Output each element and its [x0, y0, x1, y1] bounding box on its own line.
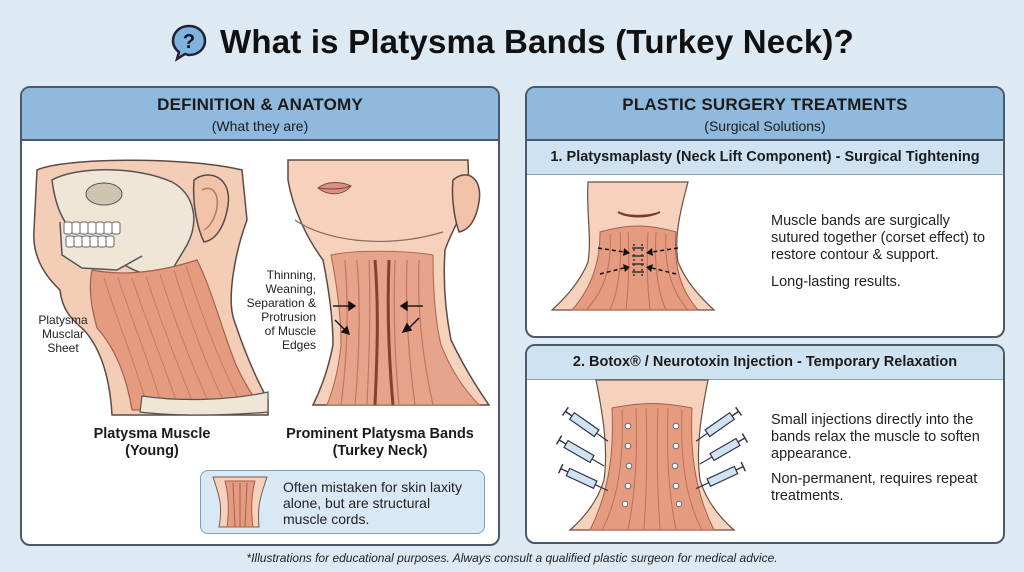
definition-heading: DEFINITION & ANATOMY — [157, 95, 363, 114]
definition-subheading: (What they are) — [211, 118, 309, 134]
aged-neck-illustration — [287, 159, 491, 406]
note-text: Often mistaken for skin laxity alone, bu… — [283, 479, 462, 527]
footer-disclaimer: *Illustrations for educational purposes.… — [246, 551, 778, 565]
definition-panel-header: DEFINITION & ANATOMY (What they are) — [22, 88, 498, 141]
treatments-panel-header: PLASTIC SURGERY TREATMENTS (Surgical Sol… — [527, 88, 1003, 141]
treatment1-result: Long-lasting results. — [771, 274, 901, 290]
aged-band-label: Thinning, Weaning, Separation & Protrusi… — [246, 268, 316, 352]
band-thumbnail-icon — [212, 476, 268, 528]
svg-text:?: ? — [183, 31, 195, 53]
treatments-heading: PLASTIC SURGERY TREATMENTS — [622, 95, 908, 114]
page-title: What is Platysma Bands (Turkey Neck)? — [220, 23, 854, 60]
platysmaplasty-illustration — [550, 181, 716, 311]
title-row: ? What is Platysma Bands (Turkey Neck)? — [0, 18, 1024, 66]
treatments-subheading: (Surgical Solutions) — [704, 118, 826, 134]
aged-caption: Prominent Platysma Bands (Turkey Neck) — [286, 426, 474, 459]
treatment2-title: 2. Botox® / Neurotoxin Injection - Tempo… — [527, 346, 1003, 380]
note-box: Often mistaken for skin laxity alone, bu… — [200, 470, 485, 534]
treatment1-description: Muscle bands are surgically sutured toge… — [771, 213, 986, 263]
botox-illustration — [555, 379, 749, 531]
treatment1-title: 1. Platysmaplasty (Neck Lift Component) … — [527, 141, 1003, 175]
treatment2-result: Non-permanent, requires repeat treatment… — [771, 471, 978, 504]
treatment2-description: Small injections directly into the bands… — [771, 412, 980, 462]
syringe-icon — [555, 406, 749, 492]
platysma-sheet-label: Platysma Musclar Sheet — [38, 313, 88, 355]
young-caption: Platysma Muscle (Young) — [93, 426, 211, 459]
young-neck-illustration — [33, 159, 269, 416]
question-icon: ? — [171, 24, 207, 62]
